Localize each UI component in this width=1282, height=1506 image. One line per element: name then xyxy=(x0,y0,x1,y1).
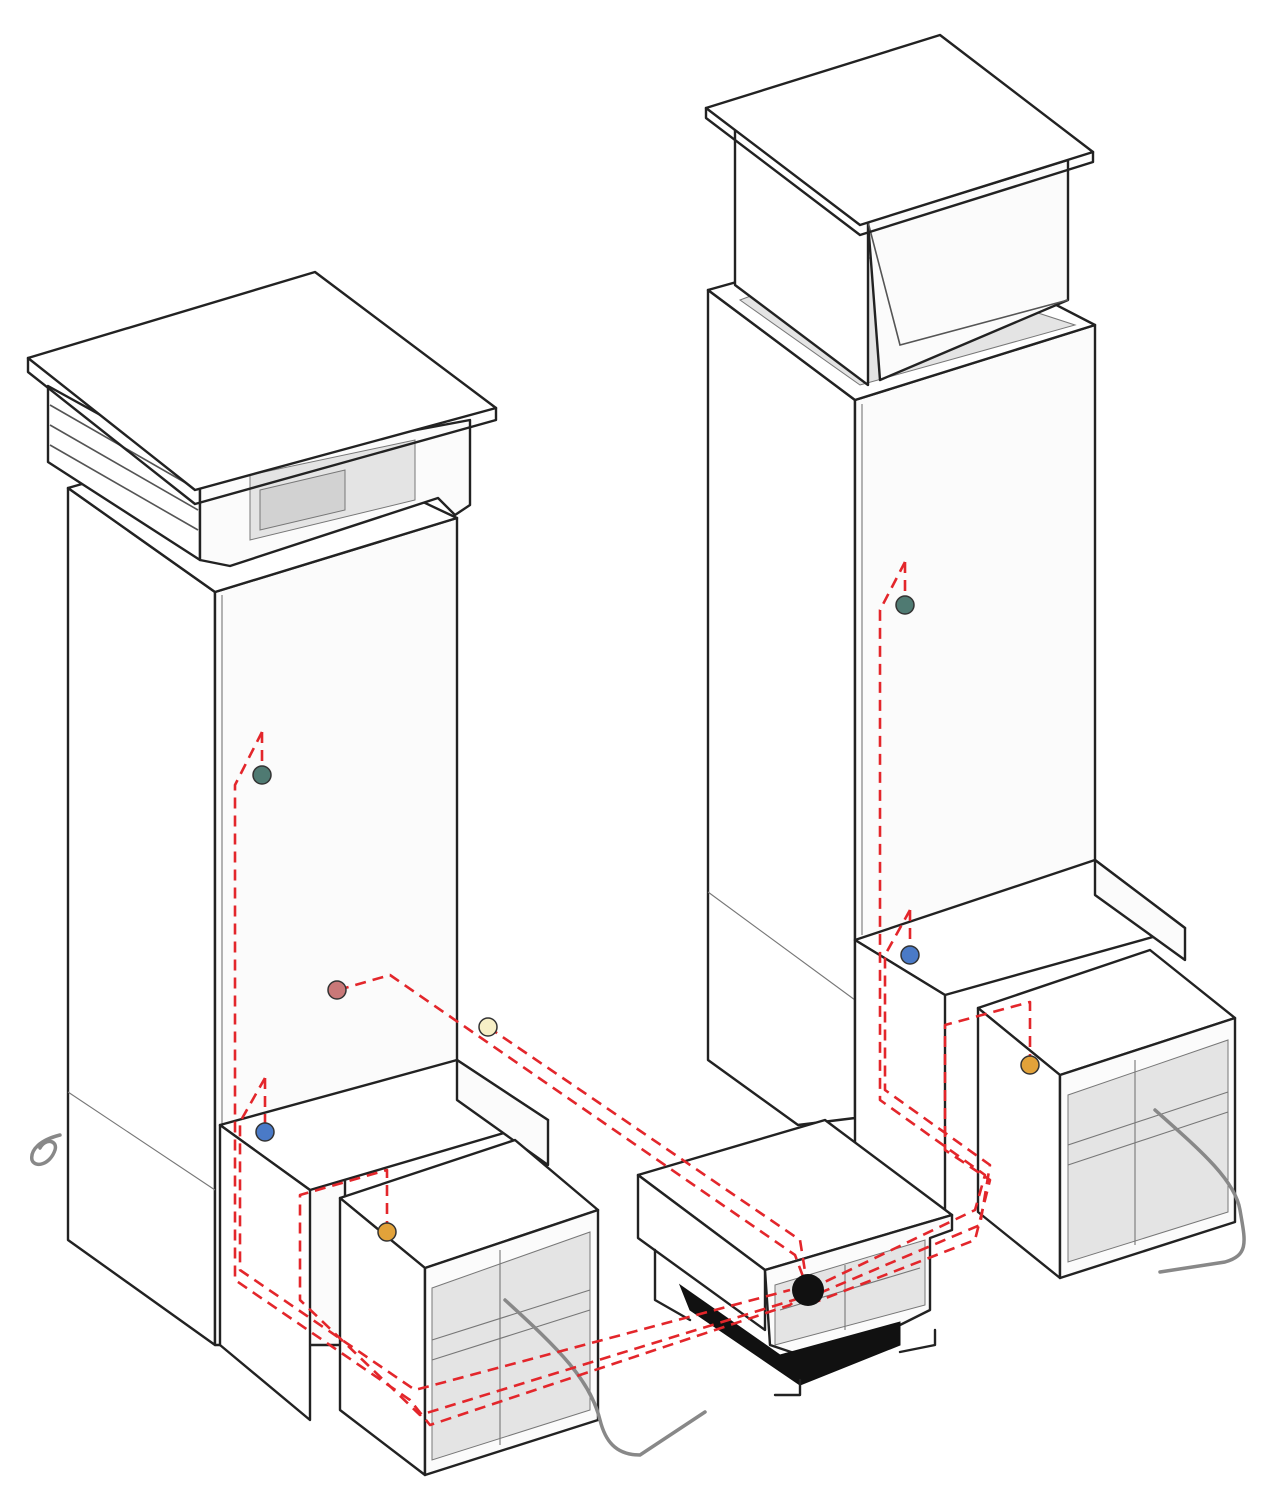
right-tower-shaft-left-face xyxy=(706,288,857,1127)
sensor-dot-icon xyxy=(252,765,272,785)
junction-hub-icon xyxy=(792,1274,824,1306)
duct-right-upper xyxy=(807,561,987,1292)
junction-box-underside xyxy=(678,1283,901,1386)
duct-routes xyxy=(233,561,1032,1427)
right-tower xyxy=(704,33,1097,1127)
sensor-dot-icon xyxy=(478,1017,498,1037)
sensor-nodes xyxy=(252,595,1040,1306)
duct-left-upper xyxy=(233,731,809,1427)
left-unit-opening xyxy=(431,1231,591,1461)
central-junction-box xyxy=(636,1118,954,1397)
right-base-block xyxy=(853,858,1187,1212)
left-tower-shaft-left-face xyxy=(66,486,217,1347)
sensor-dot-icon xyxy=(1020,1055,1040,1075)
left-tower-seam xyxy=(67,1091,216,1191)
right-unit-opening xyxy=(1067,1039,1229,1263)
left-tower-drain-pipe xyxy=(30,1133,62,1167)
sensor-dot-icon xyxy=(377,1222,397,1242)
sensor-dot-icon xyxy=(895,595,915,615)
duct-right-lower xyxy=(807,909,992,1300)
junction-box-left-face xyxy=(636,1173,767,1332)
left-base-block xyxy=(218,1058,550,1422)
right-air-unit xyxy=(976,948,1237,1280)
duct-left-unit xyxy=(298,1168,801,1417)
duct-left-mid xyxy=(337,973,810,1291)
left-air-unit xyxy=(338,1138,600,1477)
duct-right-unit xyxy=(807,1000,1032,1307)
sensor-dot-icon xyxy=(327,980,347,1000)
duct-left-lower xyxy=(238,1077,791,1392)
sensor-dot-icon xyxy=(255,1122,275,1142)
right-tower-shaft-right-face xyxy=(853,323,1097,942)
sensor-dot-icon xyxy=(900,945,920,965)
right-unit-drain-pipe xyxy=(1153,1108,1246,1274)
left-unit-drain-pipe xyxy=(503,1298,707,1457)
